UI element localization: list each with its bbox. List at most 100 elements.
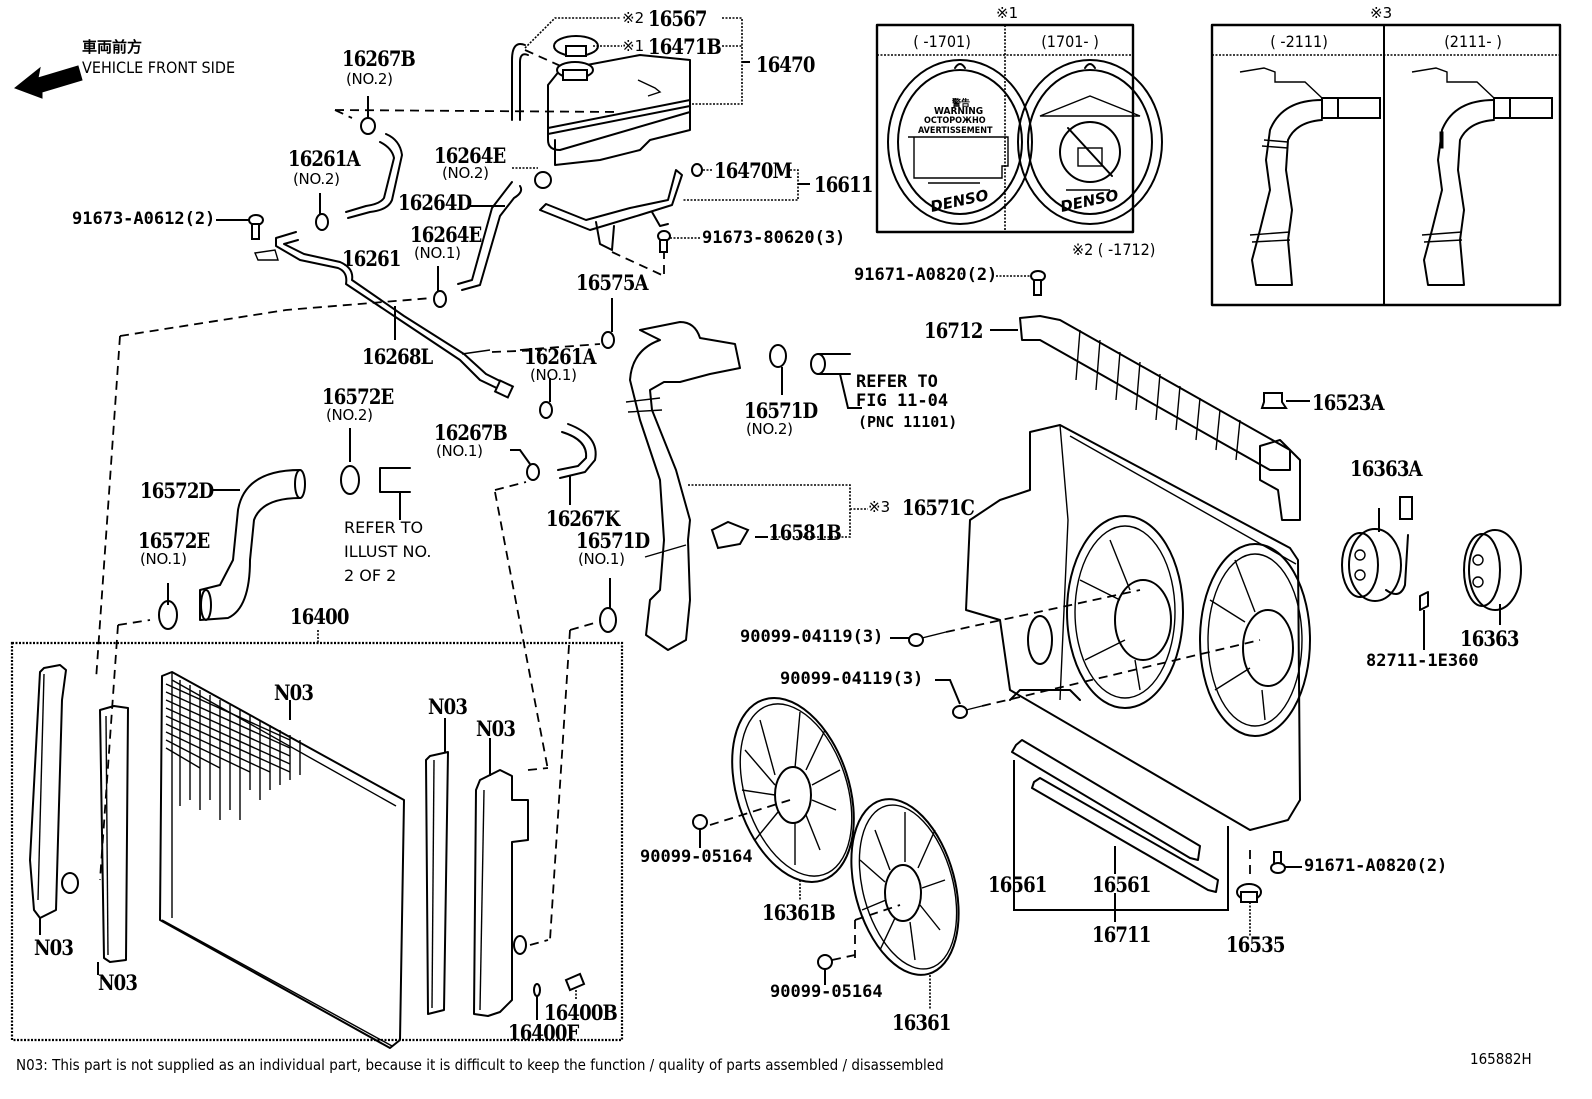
part-label-16400[interactable]: 16400 [290, 604, 349, 629]
part-label-16575A[interactable]: 16575A [576, 270, 649, 295]
refer-fig-line2[interactable]: FIG 11-04 [856, 391, 949, 411]
overflow-tube [511, 43, 526, 121]
n03-label-tank-left[interactable]: N03 [34, 935, 74, 960]
vehicle-front-label-jp: 車両前方 [82, 38, 143, 56]
part-label-90099-05164-a[interactable]: 90099-05164 [640, 847, 753, 867]
part-label-90099-04119-b[interactable]: 90099-04119(3) [780, 669, 924, 689]
part-label-16712[interactable]: 16712 [924, 318, 983, 343]
bracket-16611 [539, 163, 810, 277]
part-label-16471B[interactable]: 16471B [648, 34, 722, 59]
refer-illust-line2[interactable]: ILLUST NO. [344, 542, 432, 561]
part-label-16711[interactable]: 16711 [1092, 922, 1151, 947]
part-label-90099-04119-a[interactable]: 90099-04119(3) [740, 627, 884, 647]
part-label-16361B[interactable]: 16361B [762, 900, 836, 925]
n03-label-tank-right[interactable]: N03 [476, 716, 516, 741]
hose-16261 [345, 133, 403, 219]
part-sublabel-16572E-no2: (NO.2) [326, 406, 373, 424]
bolt-90099-04119-a [890, 589, 1141, 647]
part-sublabel-16264E-no2: (NO.2) [442, 164, 489, 182]
clip-82711-1E360 [1419, 591, 1429, 650]
n03-label-core[interactable]: N03 [274, 680, 314, 705]
part-label-16400F[interactable]: 16400F [508, 1020, 579, 1045]
bolt-91671-A0820-top [996, 270, 1046, 296]
part-label-16267B-no1[interactable]: 16267B [434, 420, 508, 445]
part-label-91671-A0820-top[interactable]: 91671-A0820(2) [854, 265, 998, 285]
nut-90099-05164-b [817, 954, 856, 985]
part-label-91673-80620[interactable]: 91673-80620(3) [702, 228, 846, 248]
bolt-91673-80620 [657, 230, 700, 253]
radiator-seal-right [425, 751, 449, 1015]
radiator-cap-label-old [887, 59, 1033, 225]
seal-16561 [1011, 739, 1229, 922]
clamp-16267B-no2 [360, 96, 376, 135]
part-label-82711-1E360[interactable]: 82711-1E360 [1366, 651, 1479, 671]
clamp-16264E-no2 [512, 167, 552, 189]
part-sublabel-16261A-no2: (NO.2) [293, 170, 340, 188]
part-label-16571D-no1[interactable]: 16571D [576, 528, 650, 553]
part-label-16611[interactable]: 16611 [814, 172, 873, 197]
n03-label-seal-right[interactable]: N03 [428, 694, 468, 719]
hose-16571C [625, 321, 868, 651]
bolt-91673-A0612 [216, 214, 264, 240]
part-label-16572E-no1[interactable]: 16572E [138, 528, 210, 553]
part-label-16572E-no2[interactable]: 16572E [322, 384, 394, 409]
clamp-16572E-no2 [340, 428, 360, 495]
note-mark-3: ※3 [868, 498, 891, 516]
part-label-16567[interactable]: 16567 [648, 6, 707, 31]
refer-fig-line1: REFER TO [856, 372, 938, 392]
clamp-16571D-no2 [769, 344, 787, 395]
part-label-16523A[interactable]: 16523A [1312, 390, 1385, 415]
part-label-91671-A0820-bottom[interactable]: 91671-A0820(2) [1304, 856, 1448, 876]
callout-2-note: ※2 ( -1712) [1072, 240, 1156, 259]
part-label-16572D[interactable]: 16572D [140, 478, 214, 503]
part-label-16267B-no2[interactable]: 16267B [342, 46, 416, 71]
part-sublabel-16267B-no2: (NO.2) [346, 70, 393, 88]
reservoir-tank [547, 35, 691, 166]
part-label-16267K[interactable]: 16267K [546, 506, 620, 531]
part-label-16470M[interactable]: 16470M [714, 158, 793, 183]
cap-label-line2: OCTOPOЖHO [924, 116, 986, 126]
part-label-16268L[interactable]: 16268L [362, 344, 433, 369]
part-label-16535[interactable]: 16535 [1226, 932, 1285, 957]
illustration-id: 165882H [1470, 1050, 1532, 1068]
hose-variant-new [1411, 67, 1553, 286]
part-label-16261A-no2[interactable]: 16261A [288, 146, 361, 171]
clamp-16261A-no2 [315, 193, 329, 231]
part-label-16363A[interactable]: 16363A [1350, 456, 1423, 481]
radiator-assembly-box [10, 630, 624, 1042]
callout-1-mark: ※1 [996, 4, 1019, 22]
hose-16264D [457, 181, 523, 291]
part-label-16264E-no1[interactable]: 16264E [410, 222, 482, 247]
part-label-16561-b[interactable]: 16561 [1092, 872, 1151, 897]
part-label-16361[interactable]: 16361 [892, 1010, 951, 1035]
pipe-stub-refer-fig [810, 353, 862, 409]
part-label-90099-05164-b[interactable]: 90099-05164 [770, 982, 883, 1002]
callout-1-col1-header: ( -1701) [913, 32, 971, 51]
part-label-16400B[interactable]: 16400B [544, 1000, 618, 1025]
part-label-91673-A0612[interactable]: 91673-A0612(2) [72, 209, 216, 229]
part-label-16571C[interactable]: 16571C [902, 495, 975, 520]
part-label-16470[interactable]: 16470 [756, 52, 815, 77]
refer-illust-line3: 2 OF 2 [344, 566, 397, 585]
bolt-91671-A0820-bottom [1270, 851, 1302, 874]
clamp-16267B-no1 [494, 449, 549, 771]
part-label-16261[interactable]: 16261 [342, 246, 401, 271]
n03-label-seal-left[interactable]: N03 [98, 970, 138, 995]
part-sublabel-16571D-no2: (NO.2) [746, 420, 793, 438]
part-label-16264D[interactable]: 16264D [398, 190, 472, 215]
radiator-tank-left [29, 664, 79, 919]
part-label-16581B[interactable]: 16581B [768, 520, 842, 545]
upper-support-16712 [990, 315, 1301, 521]
callout-3-mark: ※3 [1370, 4, 1393, 22]
fan-16361 [850, 798, 960, 1010]
radiator-core [159, 671, 405, 1049]
note-mark-1: ※1 [622, 37, 645, 55]
part-label-16261A-no1[interactable]: 16261A [524, 344, 597, 369]
hose-variant-old [1239, 67, 1381, 286]
part-label-16571D-no2[interactable]: 16571D [744, 398, 818, 423]
part-label-16561-a[interactable]: 16561 [988, 872, 1047, 897]
part-label-16363[interactable]: 16363 [1460, 626, 1519, 651]
part-label-16264E-no2[interactable]: 16264E [434, 143, 506, 168]
